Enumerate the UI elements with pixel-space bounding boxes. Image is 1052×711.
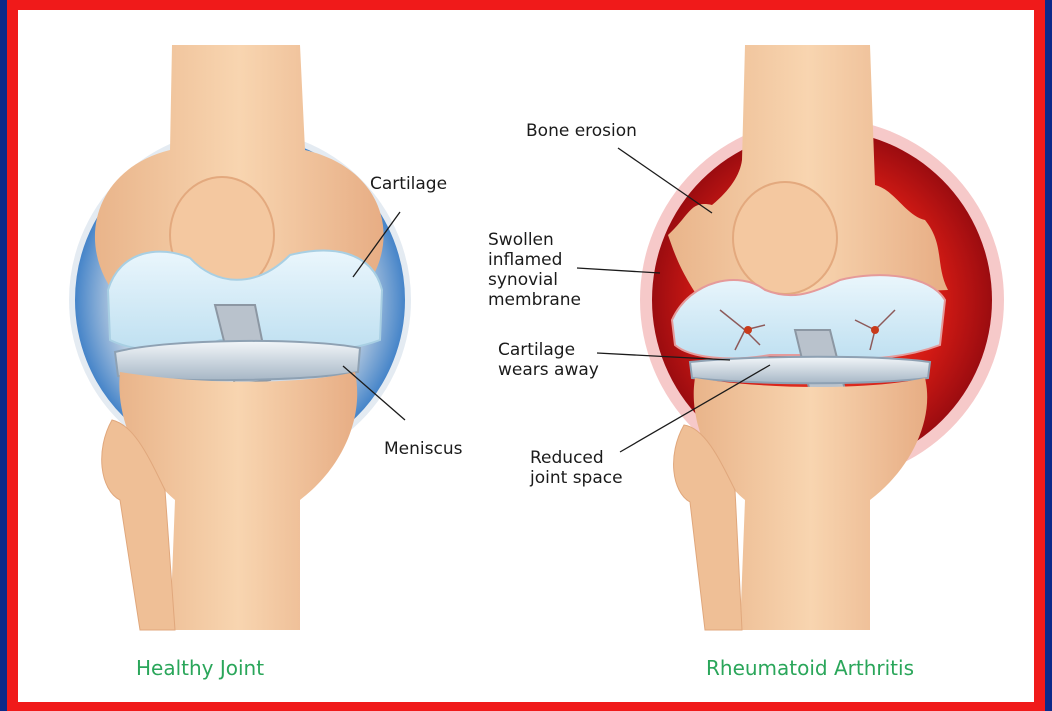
label-reduced-line2: joint space bbox=[530, 468, 623, 488]
caption-healthy-joint: Healthy Joint bbox=[136, 656, 264, 680]
label-cartilage-wears-line2: wears away bbox=[498, 360, 599, 380]
label-reduced-line1: Reduced bbox=[530, 448, 604, 468]
label-cartilage: Cartilage bbox=[370, 174, 447, 194]
ra-lesion-right bbox=[871, 326, 879, 334]
label-cartilage-wears-line1: Cartilage bbox=[498, 340, 575, 360]
label-swollen-line3: synovial bbox=[488, 270, 558, 290]
ra-meniscus bbox=[690, 357, 930, 384]
healthy-meniscus bbox=[115, 341, 360, 380]
ra-joint bbox=[640, 45, 1004, 630]
label-swollen-line1: Swollen bbox=[488, 230, 554, 250]
ra-lesion-left bbox=[744, 326, 752, 334]
ra-patella bbox=[733, 182, 837, 294]
label-swollen-line4: membrane bbox=[488, 290, 581, 310]
caption-rheumatoid-arthritis: Rheumatoid Arthritis bbox=[706, 656, 914, 680]
label-swollen-line2: inflamed bbox=[488, 250, 562, 270]
label-meniscus: Meniscus bbox=[384, 439, 462, 459]
label-bone-erosion: Bone erosion bbox=[526, 121, 637, 141]
healthy-joint bbox=[72, 45, 408, 630]
